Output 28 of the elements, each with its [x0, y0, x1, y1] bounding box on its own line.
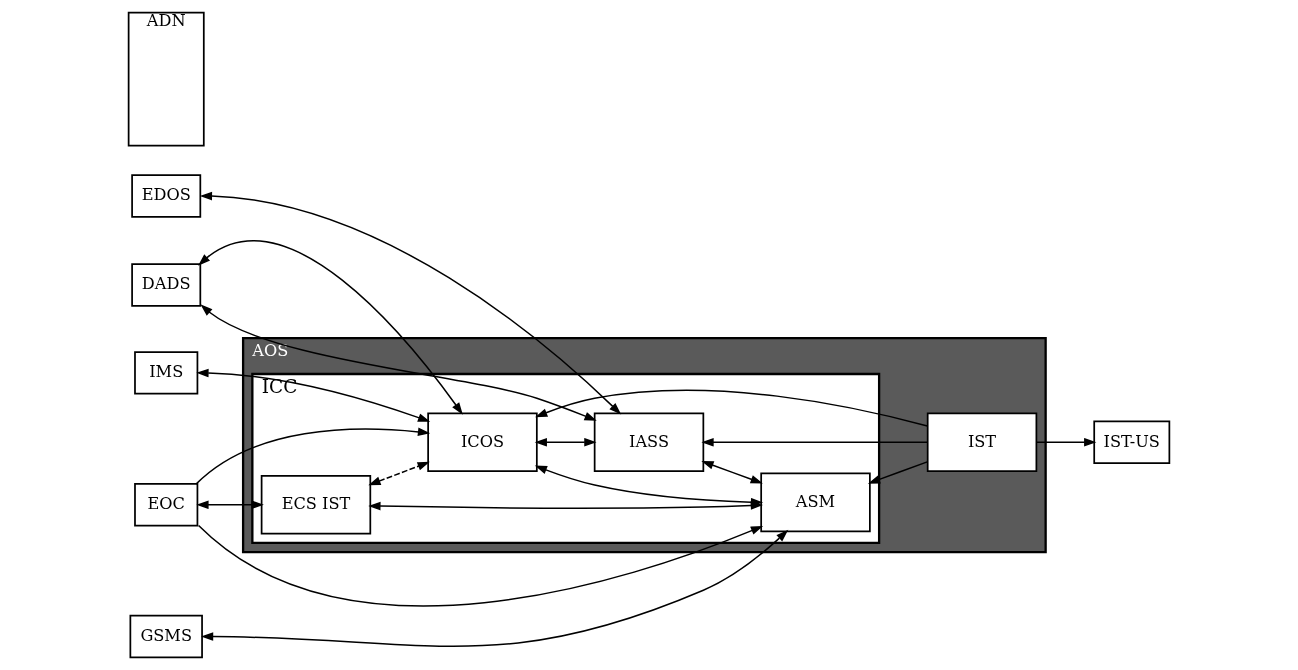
arrow [196, 368, 431, 422]
node-box: EDOS [131, 174, 202, 218]
arrow [867, 461, 928, 484]
node-box: ADN [127, 11, 205, 147]
arrow [368, 501, 763, 511]
arrow [197, 524, 764, 607]
arrow [701, 437, 929, 447]
arrow [198, 240, 463, 415]
arrow [196, 500, 264, 509]
arrow [200, 304, 597, 421]
arrow [1035, 437, 1097, 447]
arrow [368, 461, 430, 486]
arrow [535, 389, 929, 427]
node-box: ICOS [427, 412, 538, 473]
arrow [195, 427, 431, 485]
node-box: IMS [134, 351, 199, 395]
node-box: IST-US [1093, 420, 1171, 464]
node-box: GSMS [129, 614, 203, 659]
node-box: ECS IST [260, 474, 372, 535]
node-box: EOC [134, 483, 199, 527]
arrow [200, 529, 789, 647]
node-box: IST [926, 412, 1038, 473]
arrow [534, 437, 597, 447]
node-box: DADS [131, 263, 202, 307]
arrow [701, 461, 763, 484]
node-box: ASM [760, 472, 871, 533]
arrow [199, 191, 622, 415]
node-box: IASS [593, 412, 705, 473]
